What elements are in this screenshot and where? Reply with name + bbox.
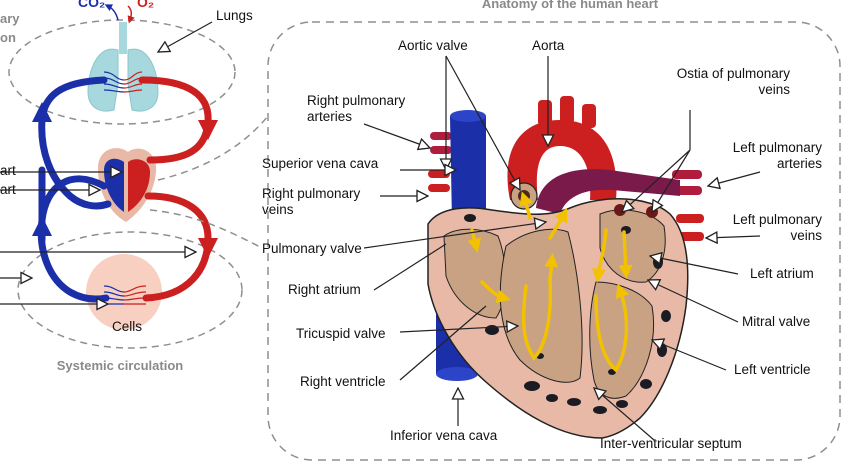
aorta (507, 96, 617, 200)
heart-label-part: art (0, 163, 16, 178)
anatomy-leader-lines (363, 55, 761, 441)
heart-anatomy-frame (267, 21, 841, 461)
heart-label-part: art (0, 182, 16, 197)
cells-label: Cells (112, 319, 143, 334)
pulmonary-circulation-boundary (8, 19, 236, 125)
pulmonary-trunk (536, 169, 680, 214)
left-ventricle-label: Left ventricle (734, 362, 811, 377)
inferior-vena-cava-label: Inferior vena cava (390, 428, 498, 443)
zoom-connector (149, 209, 263, 249)
blood-flow-arrows (467, 191, 633, 373)
left-atrium-label: Left atrium (750, 266, 814, 281)
left-pulmonary-arteries-label: Left pulmonary arteries (732, 140, 822, 171)
inter-ventricular-septum-label: Inter-ventricular septum (600, 436, 742, 451)
aortic-valve-label: Aortic valve (398, 38, 468, 53)
right-pulmonary-veins-label: Right pulmonary veins (262, 186, 361, 217)
left-pulmonary-veins-label: Left pulmonary veins (732, 212, 822, 243)
lung-capillaries (103, 71, 143, 93)
lungs-illustration (87, 22, 159, 112)
pulmonary-vessels (428, 132, 704, 241)
circulation-scheme (0, 4, 243, 349)
right-pulmonary-arteries-label: Right pulmonary arteries (307, 93, 406, 124)
right-ventricle-label: Right ventricle (300, 374, 386, 389)
pulmonary-circulation-title-part: on (0, 30, 16, 45)
co2-label: CO₂ (78, 0, 106, 10)
cell-capillaries (103, 285, 147, 305)
right-atrium-label: Right atrium (288, 282, 361, 297)
o2-label: O₂ (137, 0, 155, 10)
systemic-circulation-title: Systemic circulation (56, 358, 184, 373)
zoom-connector (157, 115, 269, 181)
tricuspid-valve-label: Tricuspid valve (296, 326, 386, 341)
pulmonary-valve-label: Pulmonary valve (262, 241, 362, 256)
scheme-leader-lines (0, 21, 213, 304)
aorta-label: Aorta (532, 38, 565, 53)
pulmonary-circulation-title-part: ary (0, 11, 20, 26)
ostia-label: Ostia of pulmonary veins (676, 66, 790, 97)
superior-vena-cava-label: Superior vena cava (262, 156, 379, 171)
mitral-valve-label: Mitral valve (742, 314, 811, 329)
heart-illustration (427, 96, 704, 439)
lungs-label: Lungs (216, 8, 253, 23)
systemic-circulation-boundary (17, 231, 243, 349)
superior-vena-cava (450, 116, 486, 222)
heart-anatomy-title: Anatomy of the human heart (481, 0, 659, 11)
